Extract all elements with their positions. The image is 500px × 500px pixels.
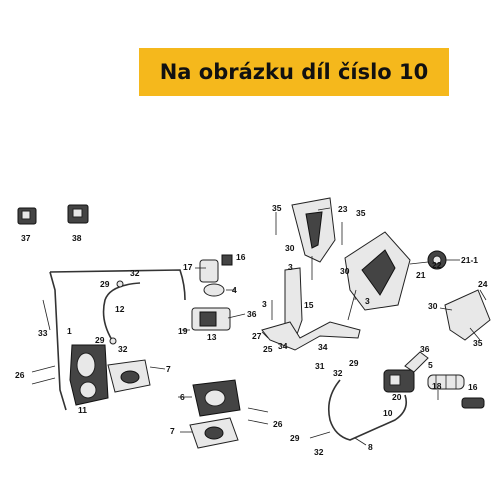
label-33: 33 xyxy=(38,328,48,338)
brake-pads-upper xyxy=(107,359,151,393)
label-5: 5 xyxy=(428,360,433,370)
label-26b: 26 xyxy=(273,419,283,429)
throttle-cable xyxy=(42,269,186,411)
part-24-trim xyxy=(444,289,491,341)
handlebar-cover-22 xyxy=(344,231,411,311)
bolts xyxy=(271,212,481,341)
master-cylinder xyxy=(191,307,246,331)
label-11: 11 xyxy=(78,405,87,415)
label-12: 12 xyxy=(115,304,125,314)
label-16b: 16 xyxy=(468,382,478,392)
label-1: 1 xyxy=(67,326,72,336)
right-switch-20 xyxy=(383,369,415,393)
label-25: 25 xyxy=(263,344,273,354)
label-3c: 3 xyxy=(365,296,370,306)
label-35c: 35 xyxy=(473,338,483,348)
label-30c: 30 xyxy=(428,301,438,311)
label-22: 22 xyxy=(432,260,442,270)
label-6: 6 xyxy=(180,392,185,402)
label-31: 31 xyxy=(315,361,325,371)
label-17: 17 xyxy=(183,262,193,272)
label-29: 29 xyxy=(100,279,110,289)
banner: Na obrázku díl číslo 10 xyxy=(139,48,449,96)
label-29c: 29 xyxy=(349,358,359,368)
banner-text: Na obrázku díl číslo 10 xyxy=(159,60,429,84)
reservoir-parts xyxy=(199,254,233,297)
label-32d: 32 xyxy=(314,447,324,457)
label-3b: 3 xyxy=(288,262,293,272)
label-26: 26 xyxy=(15,370,25,380)
label-29d: 29 xyxy=(290,433,300,443)
label-29b: 29 xyxy=(95,335,105,345)
part-37-bracket xyxy=(17,207,37,225)
label-36b: 36 xyxy=(420,344,430,354)
label-35: 35 xyxy=(272,203,282,213)
throttle-grip-18 xyxy=(427,374,465,390)
callout-labels: 37 38 35 23 35 30 30 21 21-1 22 17 16 29… xyxy=(15,203,488,457)
label-27: 27 xyxy=(252,331,262,341)
label-32b: 32 xyxy=(118,344,128,354)
label-16: 16 xyxy=(236,252,246,262)
label-24: 24 xyxy=(478,279,488,289)
label-34: 34 xyxy=(278,341,288,351)
brake-cable-8 xyxy=(309,379,408,441)
bolts-26-right xyxy=(247,407,269,425)
label-30b: 30 xyxy=(340,266,350,276)
brake-hose xyxy=(102,280,141,345)
rear-brake-caliper xyxy=(192,379,241,417)
label-38: 38 xyxy=(72,233,82,243)
label-34b: 34 xyxy=(318,342,328,352)
label-32c: 32 xyxy=(333,368,343,378)
leader-lines xyxy=(149,207,487,446)
label-30: 30 xyxy=(285,243,295,253)
label-15: 15 xyxy=(304,300,314,310)
bolts-26-left xyxy=(31,365,56,385)
part-38-bracket xyxy=(67,204,89,224)
label-19: 19 xyxy=(178,326,188,336)
label-4: 4 xyxy=(232,285,237,295)
label-21-1: 21-1 xyxy=(461,255,478,265)
label-32: 32 xyxy=(130,268,140,278)
label-8: 8 xyxy=(368,442,373,452)
label-20: 20 xyxy=(392,392,402,402)
front-brake-caliper xyxy=(69,344,109,406)
label-13: 13 xyxy=(207,332,217,342)
label-36: 36 xyxy=(247,309,257,319)
label-3: 3 xyxy=(262,299,267,309)
label-37: 37 xyxy=(21,233,31,243)
bar-end-16 xyxy=(461,397,485,409)
label-10: 10 xyxy=(383,408,393,418)
label-35b: 35 xyxy=(356,208,366,218)
label-7: 7 xyxy=(166,364,171,374)
label-18: 18 xyxy=(432,381,442,391)
label-7b: 7 xyxy=(170,426,175,436)
brake-pads-lower xyxy=(189,417,239,449)
label-21: 21 xyxy=(416,270,426,280)
handlebar-cover-23 xyxy=(291,197,336,263)
label-23: 23 xyxy=(338,204,348,214)
brake-lever-5 xyxy=(404,351,429,373)
